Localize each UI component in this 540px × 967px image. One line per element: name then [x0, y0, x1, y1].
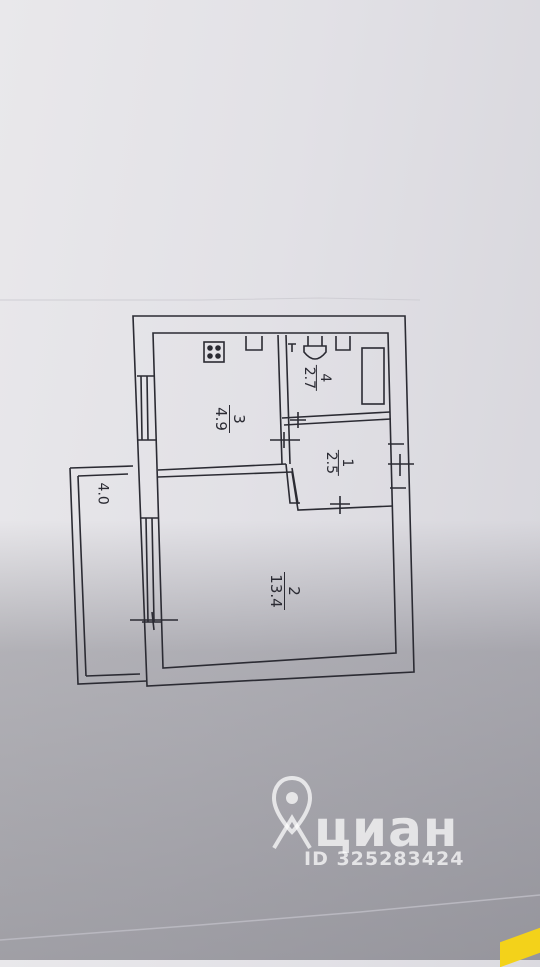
outer-wall: [132, 315, 415, 687]
sheet-fold-line: [0, 297, 421, 301]
inner-wall-outline: [152, 332, 397, 669]
door-tick-1: [130, 611, 178, 631]
kitchen-sink-icon: [245, 336, 263, 351]
wall-bath-room1: [281, 411, 392, 426]
bath-sink-icon: [335, 336, 351, 351]
door-tick-4: [330, 496, 350, 514]
window-left-top: [137, 375, 156, 441]
window-left-bottom: [140, 517, 162, 623]
watermark: циан ID 325283424: [268, 775, 498, 880]
sheet-bottom-edge: [0, 894, 540, 941]
watermark-brand: циан: [314, 800, 459, 858]
location-pin-icon: [272, 775, 312, 850]
door-tick-5: [290, 412, 306, 428]
toilet-icon: [303, 336, 327, 360]
wall-room1-vertical: [291, 467, 299, 505]
wall-room3-room2: [157, 463, 293, 478]
balcony-label: 4.0: [94, 482, 111, 505]
stove-icon: [203, 341, 225, 363]
door-tick-3: [270, 432, 300, 448]
pipe-icon: [288, 343, 296, 352]
balcony-outline: [69, 465, 148, 685]
wall-room3-bath: [277, 334, 291, 465]
bathtub-icon: [361, 347, 385, 405]
watermark-id: ID 325283424: [304, 848, 465, 870]
door-tick-2: [388, 454, 414, 476]
lower-shadow: [0, 520, 540, 960]
window-right: [388, 443, 406, 489]
